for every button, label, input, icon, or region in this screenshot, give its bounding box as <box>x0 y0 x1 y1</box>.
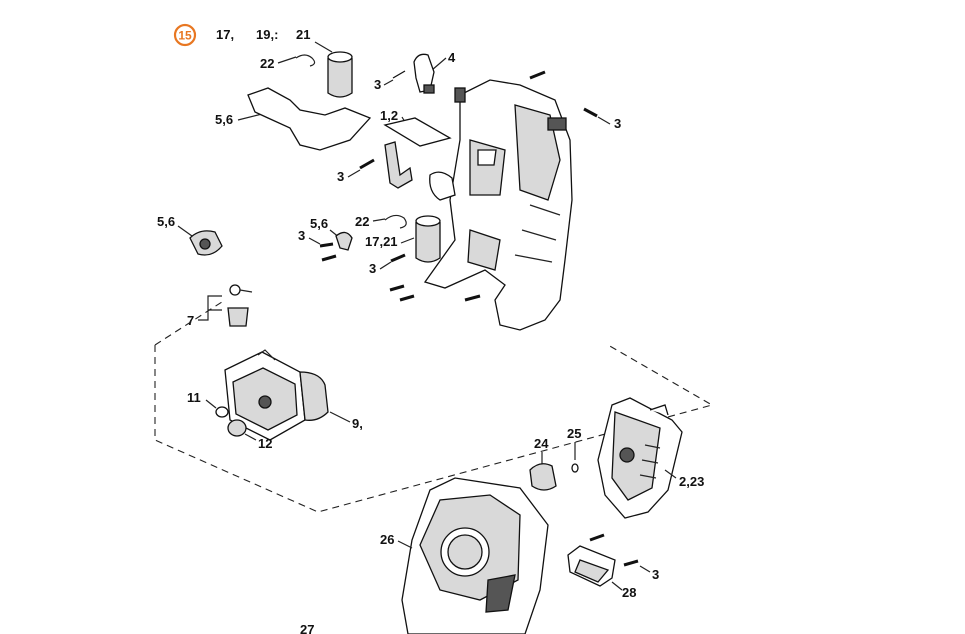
screw-top-1 <box>392 70 406 79</box>
label-12[interactable]: 12 <box>258 436 272 451</box>
label-2-23[interactable]: 2,23 <box>679 474 704 489</box>
cover-part <box>597 397 683 519</box>
screw-lower-2 <box>389 284 405 292</box>
gasket-part <box>383 117 452 147</box>
badge-label: 15 <box>178 29 192 43</box>
screw-28a <box>589 533 605 542</box>
label-1-2[interactable]: 1,2 <box>380 108 398 123</box>
screw-top-2 <box>529 70 546 80</box>
label-25[interactable]: 25 <box>567 426 581 441</box>
label-5-6-shield[interactable]: 5,6 <box>215 112 233 127</box>
screw-28b <box>623 559 639 567</box>
air-filter-part <box>224 349 329 441</box>
label-3-lower[interactable]: 3 <box>369 261 376 276</box>
assembly-group-outline <box>154 299 714 513</box>
label-3-bottom[interactable]: 3 <box>652 567 659 582</box>
label-24[interactable]: 24 <box>534 436 549 451</box>
screw-left-2 <box>321 254 337 262</box>
label-11[interactable]: 11 <box>187 390 201 405</box>
filter-cylinder-part <box>314 41 353 98</box>
label-17[interactable]: 17, <box>216 27 234 42</box>
main-housing-part <box>423 79 573 331</box>
screw-lower-1 <box>390 253 406 263</box>
screw-lower-4 <box>464 294 481 302</box>
label-28[interactable]: 28 <box>622 585 636 600</box>
label-3-top[interactable]: 3 <box>374 77 381 92</box>
o-ring-11 <box>215 406 229 418</box>
knob-24-part <box>529 463 557 491</box>
shroud-part <box>401 477 549 634</box>
screw-right <box>583 107 598 118</box>
label-9[interactable]: 9, <box>352 416 363 431</box>
fitting-7-part <box>227 284 253 327</box>
spring-clip-part <box>277 54 316 67</box>
label-19[interactable]: 19,: <box>256 27 278 42</box>
elbow-fitting-part <box>189 230 223 256</box>
spring-clip-mid <box>384 214 407 229</box>
seal-12 <box>227 419 247 437</box>
screw-mid <box>359 158 375 170</box>
label-22-top[interactable]: 22 <box>260 56 274 71</box>
screw-lower-3 <box>399 294 415 302</box>
callout-7 <box>198 295 222 321</box>
filter-cylinder-mid <box>415 215 441 263</box>
label-17-21[interactable]: 17,21 <box>365 234 398 249</box>
heat-shield-part <box>247 87 372 151</box>
label-22-mid[interactable]: 22 <box>355 214 369 229</box>
lever-bracket-part: 4 <box>413 50 456 94</box>
label-3-mid[interactable]: 3 <box>337 169 344 184</box>
small-bracket-part <box>335 231 353 251</box>
clamp-28-part <box>567 545 616 587</box>
u-bracket-part <box>384 141 413 189</box>
label-3-left[interactable]: 3 <box>298 228 305 243</box>
label-21[interactable]: 21 <box>296 27 310 42</box>
screw-left-1 <box>319 242 334 248</box>
label-3-right[interactable]: 3 <box>614 116 621 131</box>
label-5-6-elbow[interactable]: 5,6 <box>157 214 175 229</box>
washer-25 <box>571 463 579 473</box>
label-7[interactable]: 7 <box>187 313 194 328</box>
highlight-badge-15[interactable]: 15 <box>173 23 197 47</box>
label-5-6-mid[interactable]: 5,6 <box>310 216 328 231</box>
label-26[interactable]: 26 <box>380 532 394 547</box>
label-27[interactable]: 27 <box>300 622 314 634</box>
label-4[interactable]: 4 <box>448 50 456 65</box>
